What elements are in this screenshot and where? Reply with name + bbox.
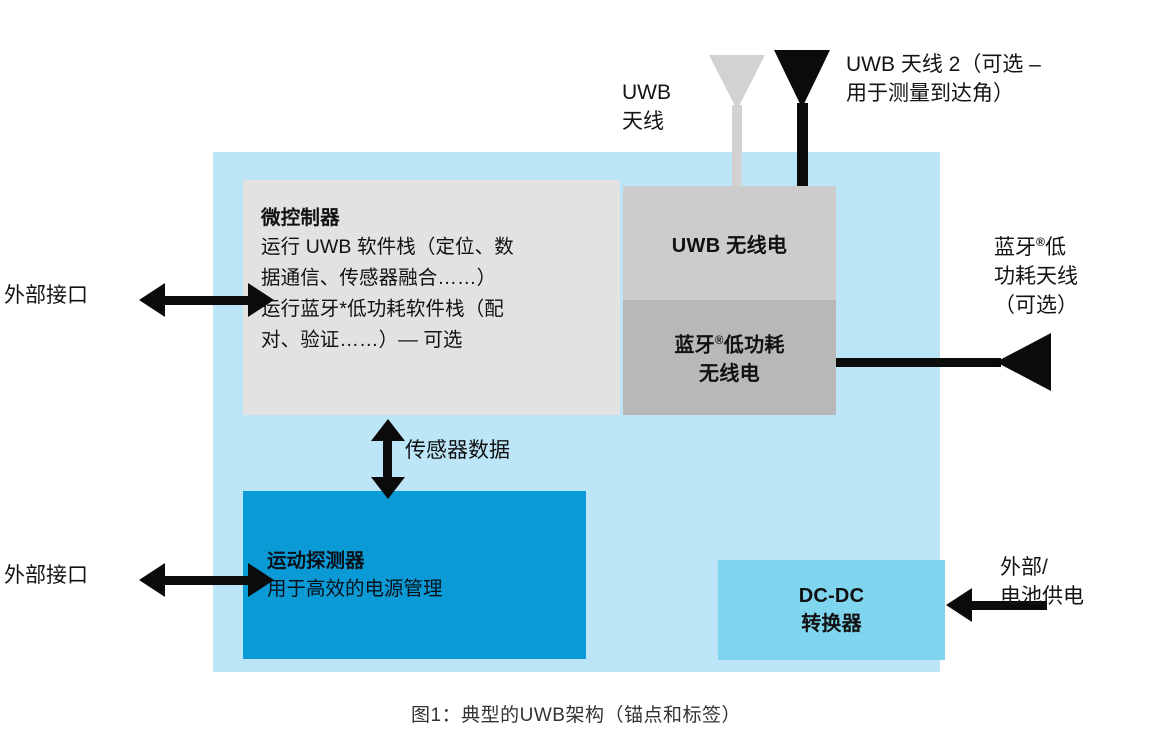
uwb-antenna-1-label-line-2: 天线 <box>622 110 664 133</box>
ble-antenna-label: 蓝牙®低 功耗天线 （可选） <box>994 228 1144 320</box>
ble-antenna-label-line-1: 蓝牙®低 <box>994 228 1144 262</box>
uwb-antenna-2-label-line-2: 用于测量到达角） <box>846 82 1014 105</box>
external-interface-bottom-arrow-left-head <box>139 563 165 597</box>
motion-detector-title: 运动探测器 <box>267 550 365 572</box>
figure-caption: 图1：典型的UWB架构（锚点和标签） <box>411 705 741 726</box>
ble-radio-label-mid: 低功耗 <box>723 334 785 357</box>
external-interface-bottom-arrow-shaft <box>165 576 250 585</box>
ble-antenna-shaft-icon <box>836 358 1001 367</box>
ble-antenna-label-prefix: 蓝牙 <box>994 236 1036 259</box>
external-interface-bottom-arrow-right-head <box>248 563 274 597</box>
sensor-data-label: 传感器数据 <box>405 439 510 462</box>
registered-trademark-icon: ® <box>1036 235 1045 249</box>
sensor-data-arrow-up-head <box>371 419 405 441</box>
microcontroller-line-3: 运行蓝牙*低功耗软件栈（配 <box>261 298 504 320</box>
external-interface-bottom-label: 外部接口 <box>4 564 88 587</box>
uwb-radio-block: UWB 无线电 <box>623 186 836 300</box>
uwb-antenna-1-label: UWB 天线 <box>622 78 718 136</box>
uwb-antenna-2-icon <box>774 50 830 108</box>
uwb-antenna-2-stem-icon <box>797 103 808 188</box>
microcontroller-line-2: 据通信、传感器融合……） <box>261 267 497 289</box>
sensor-data-arrow-shaft <box>383 437 392 479</box>
external-power-label: 外部/ 电池供电 <box>1000 553 1140 611</box>
motion-detector-subtitle: 用于高效的电源管理 <box>267 578 443 600</box>
sensor-data-arrow-down-head <box>371 477 405 499</box>
microcontroller-line-4: 对、验证……）— 可选 <box>261 329 463 351</box>
ble-antenna-label-line-3: （可选） <box>994 294 1078 317</box>
uwb-antenna-2-label: UWB 天线 2（可选 – 用于测量到达角） <box>846 50 1146 108</box>
external-interface-top-label: 外部接口 <box>4 284 88 307</box>
uwb-antenna-1-label-line-1: UWB <box>622 81 671 104</box>
external-interface-top-arrow-shaft <box>165 296 250 305</box>
registered-trademark-icon: ® <box>714 334 724 348</box>
external-power-arrow-shaft <box>972 601 1047 610</box>
motion-detector-block: 运动探测器 用于高效的电源管理 <box>243 491 586 659</box>
external-power-arrow-head <box>946 588 972 622</box>
dc-dc-line-2: 转换器 <box>801 613 862 635</box>
dc-dc-converter-label: DC-DC 转换器 <box>799 582 864 638</box>
uwb-antenna-2-label-line-1: UWB 天线 2（可选 – <box>846 53 1041 76</box>
ble-antenna-label-suffix: 低 <box>1044 236 1066 259</box>
uwb-antenna-1-icon <box>709 55 765 110</box>
microcontroller-line-1: 运行 UWB 软件栈（定位、数 <box>261 236 514 258</box>
bluetooth-le-radio-label: 蓝牙®低功耗 无线电 <box>674 327 784 388</box>
external-power-label-line-1: 外部/ <box>1000 556 1048 579</box>
dc-dc-converter-block: DC-DC 转换器 <box>718 560 945 660</box>
ble-radio-label-line2: 无线电 <box>699 362 760 385</box>
microcontroller-title: 微控制器 <box>261 207 340 229</box>
bluetooth-le-radio-block: 蓝牙®低功耗 无线电 <box>623 300 836 415</box>
dc-dc-line-1: DC-DC <box>798 585 865 607</box>
ble-antenna-icon <box>996 333 1051 391</box>
external-power-label-line-2: 电池供电 <box>1000 585 1084 608</box>
ble-antenna-label-line-2: 功耗天线 <box>994 265 1078 288</box>
external-interface-top-arrow-right-head <box>248 283 274 317</box>
microcontroller-block: 微控制器 运行 UWB 软件栈（定位、数 据通信、传感器融合……） 运行蓝牙*低… <box>243 180 620 415</box>
uwb-radio-label: UWB 无线电 <box>671 234 788 257</box>
uwb-antenna-1-stem-icon <box>732 105 742 187</box>
ble-radio-label-prefix: 蓝牙 <box>674 334 715 357</box>
external-interface-top-arrow-left-head <box>139 283 165 317</box>
